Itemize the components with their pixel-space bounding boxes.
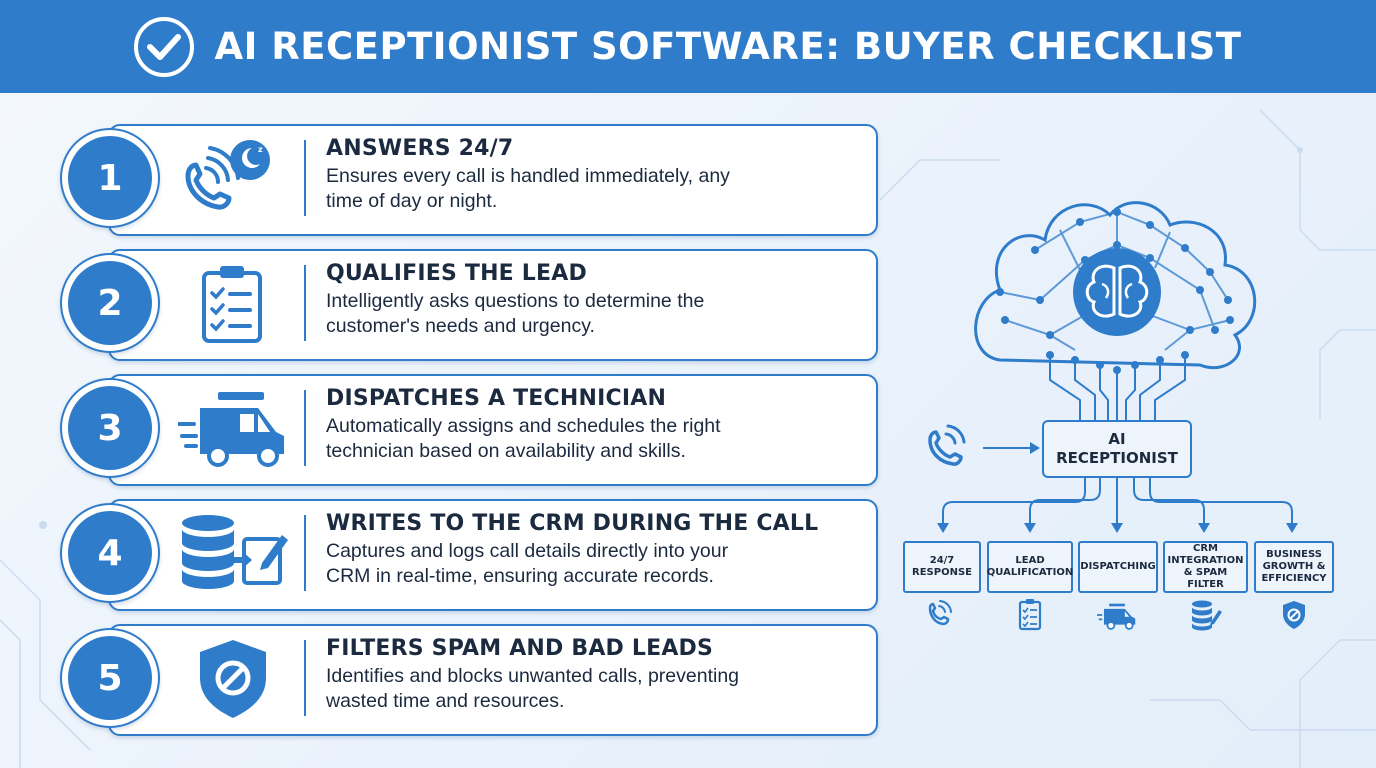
item-description-line: CRM in real-time, ensuring accurate reco… bbox=[326, 565, 714, 587]
item-description-line: wasted time and resources. bbox=[326, 690, 565, 712]
phone-moon-icon: z bbox=[185, 140, 270, 210]
item-description-line: time of day or night. bbox=[326, 190, 498, 212]
ai-receptionist-box: AI RECEPTIONIST bbox=[1042, 420, 1192, 478]
shield-icon bbox=[1283, 601, 1305, 629]
step-number-badge: 3 bbox=[60, 378, 160, 478]
divider bbox=[304, 265, 306, 341]
database-icon bbox=[1192, 600, 1222, 631]
clipboard-checklist-icon bbox=[202, 266, 262, 343]
step-number-badge: 5 bbox=[60, 628, 160, 728]
clipboard-icon bbox=[1018, 599, 1042, 631]
checklist-card bbox=[108, 499, 878, 611]
item-description-line: Captures and logs call details directly … bbox=[326, 540, 729, 562]
divider bbox=[304, 140, 306, 216]
van-icon bbox=[1097, 603, 1136, 630]
circuit-traces bbox=[1049, 355, 1186, 420]
item-description-line: Intelligently asks questions to determin… bbox=[326, 290, 705, 312]
item-title: QUALIFIES THE LEAD bbox=[326, 261, 587, 286]
divider bbox=[304, 515, 306, 591]
phone-call-icon bbox=[928, 424, 966, 466]
item-title: FILTERS SPAM AND BAD LEADS bbox=[326, 636, 714, 661]
checklist-item-1: 1 z ANSWERS 24/7 Ensures every call is h… bbox=[60, 124, 878, 236]
step-number-badge: 4 bbox=[60, 503, 160, 603]
branch-lines bbox=[942, 478, 1293, 524]
item-title: DISPATCHES A TECHNICIAN bbox=[326, 386, 667, 411]
item-description-line: Identifies and blocks unwanted calls, pr… bbox=[326, 665, 740, 687]
step-number-badge: 2 bbox=[60, 253, 160, 353]
checklist-item-3: 3 DISPATCHES A TECHNICIAN Automatically … bbox=[60, 374, 878, 486]
arrow-to-ai bbox=[983, 442, 1040, 454]
item-title: WRITES TO THE CRM DURING THE CALL bbox=[326, 511, 819, 536]
svg-text:z: z bbox=[258, 145, 263, 154]
checklist-item-5: 5 FILTERS SPAM AND BAD LEADS Identifies … bbox=[60, 624, 878, 736]
page-title: AI RECEPTIONIST SOFTWARE: BUYER CHECKLIS… bbox=[214, 25, 1242, 68]
step-number-badge: 1 bbox=[60, 128, 160, 228]
item-description-line: customer's needs and urgency. bbox=[326, 315, 595, 337]
checklist-item-2: 2 QUALIFIES THE LEAD Intelligently asks … bbox=[60, 249, 878, 361]
phone-icon bbox=[928, 600, 952, 626]
shield-block-icon bbox=[200, 640, 266, 718]
check-circle-icon bbox=[134, 16, 195, 77]
output-box-dispatching: DISPATCHING bbox=[1078, 541, 1158, 593]
item-description-line: Automatically assigns and schedules the … bbox=[326, 415, 721, 437]
branch-arrowheads bbox=[937, 523, 1298, 533]
checklist-item-4: 4 WRITES TO THE CRM DURING THE CALL Capt… bbox=[60, 499, 878, 611]
header-banner: AI RECEPTIONIST SOFTWARE: BUYER CHECKLIS… bbox=[0, 0, 1376, 93]
item-description-line: technician based on availability and ski… bbox=[326, 440, 686, 462]
service-van-icon bbox=[178, 392, 284, 467]
divider bbox=[304, 640, 306, 716]
database-edit-icon bbox=[182, 515, 288, 589]
item-title: ANSWERS 24/7 bbox=[326, 136, 514, 161]
divider bbox=[304, 390, 306, 466]
brain-icon bbox=[1073, 248, 1161, 336]
item-description-line: Ensures every call is handled immediatel… bbox=[326, 165, 730, 187]
